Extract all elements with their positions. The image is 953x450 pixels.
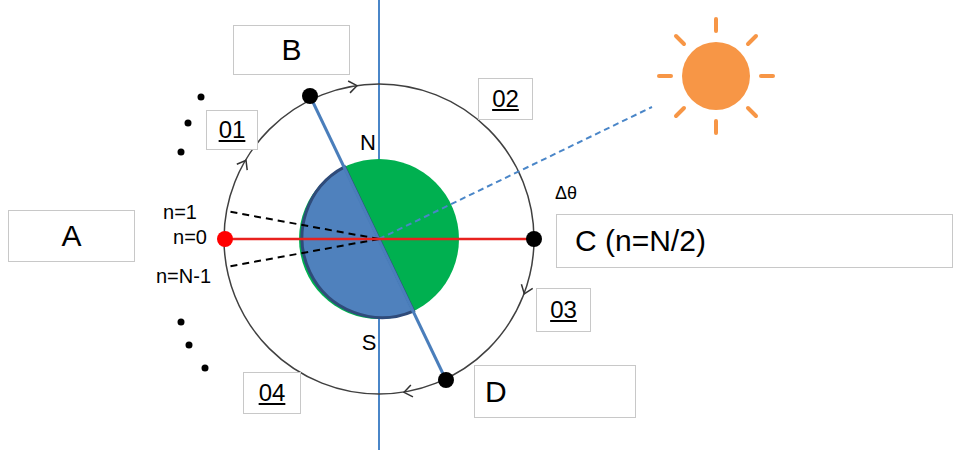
position-box: B bbox=[233, 25, 350, 75]
segment-label-box: 03 bbox=[536, 288, 591, 332]
pole-label: S bbox=[362, 332, 377, 354]
position-dot bbox=[438, 372, 454, 388]
segment-label-box: 04 bbox=[243, 372, 301, 414]
sun bbox=[659, 19, 773, 133]
position-label: C (n=N/2) bbox=[575, 224, 706, 258]
angle-step: Δθ bbox=[555, 184, 577, 202]
position-box: A bbox=[8, 210, 135, 262]
position-label: D bbox=[485, 375, 507, 409]
position-label: A bbox=[61, 219, 81, 253]
position-box: D bbox=[474, 365, 636, 418]
step-index: n=0 bbox=[173, 227, 207, 247]
orbit-circle bbox=[224, 84, 534, 394]
segment-number: 01 bbox=[219, 116, 246, 144]
position-label: B bbox=[281, 33, 301, 67]
earth-night-side bbox=[302, 167, 413, 318]
step-line bbox=[226, 211, 379, 239]
position-dot bbox=[526, 231, 542, 247]
segment-number: 02 bbox=[492, 85, 519, 113]
segment-label-box: 01 bbox=[206, 110, 258, 150]
orbit-arrows bbox=[237, 80, 533, 398]
position-dot bbox=[302, 88, 318, 104]
segment-number: 03 bbox=[550, 296, 577, 324]
step-line bbox=[226, 239, 379, 267]
step-index: n=N-1 bbox=[156, 266, 211, 286]
red-line bbox=[225, 238, 534, 241]
position-dot bbox=[217, 231, 233, 247]
pole-label: N bbox=[360, 132, 376, 154]
position-box: C (n=N/2) bbox=[556, 214, 953, 268]
segment-number: 04 bbox=[259, 379, 286, 407]
segment-label-box: 02 bbox=[478, 78, 533, 120]
step-index: n=1 bbox=[163, 202, 197, 222]
